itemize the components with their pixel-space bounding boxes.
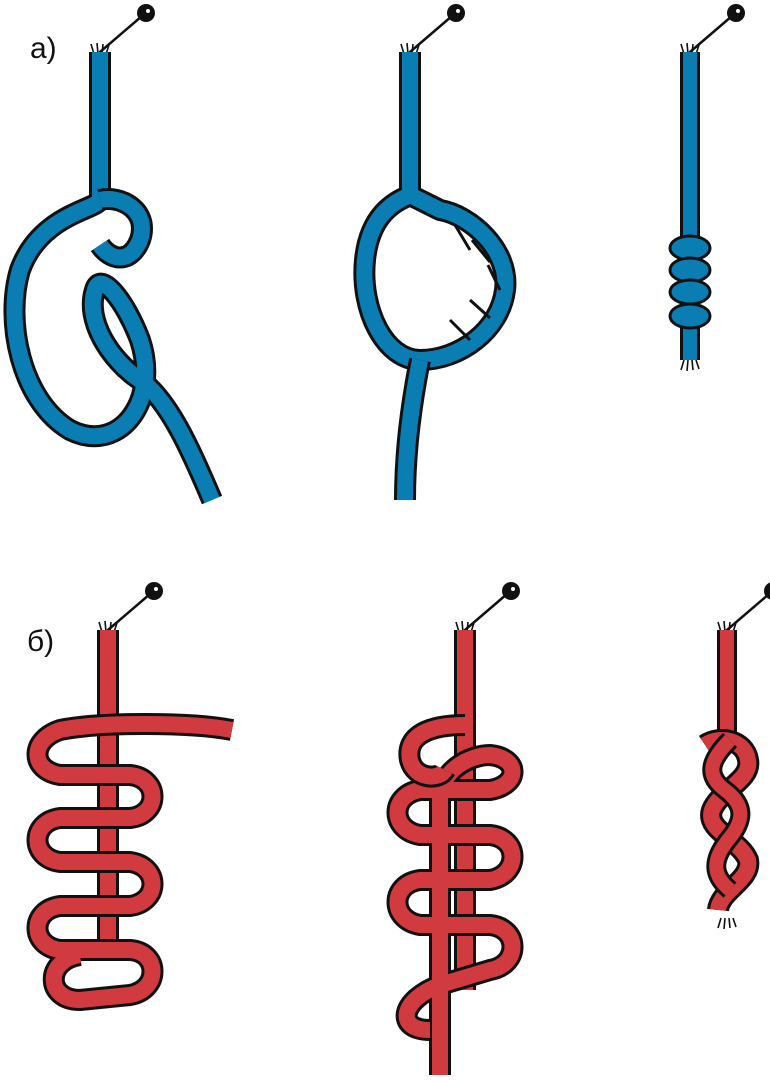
blue-knot-step-3 xyxy=(670,4,745,371)
knot-icon xyxy=(670,236,710,328)
pin-icon xyxy=(718,582,770,632)
pin-icon xyxy=(456,582,520,632)
pin-icon xyxy=(401,4,465,54)
blue-knot-step-1 xyxy=(14,4,212,500)
red-knot-step-1 xyxy=(38,582,233,1000)
pin-icon xyxy=(91,4,155,54)
blue-knot-step-2 xyxy=(364,4,505,500)
red-knot-step-2 xyxy=(398,582,521,1075)
red-knot-step-3 xyxy=(705,582,770,929)
pin-icon xyxy=(681,4,745,54)
pin-icon xyxy=(99,582,163,632)
knot-icon xyxy=(705,740,748,910)
